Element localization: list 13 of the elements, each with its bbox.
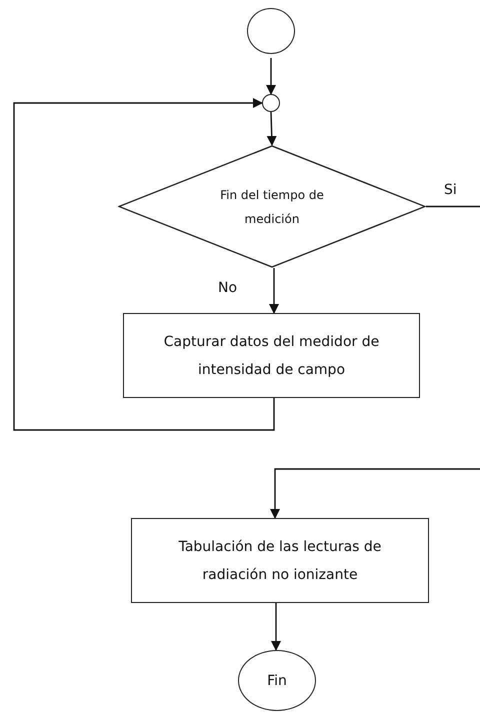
- connector-circle: [262, 94, 280, 112]
- arrow: [271, 603, 281, 651]
- terminal-ellipse: Fin: [238, 650, 316, 711]
- process-box: Capturar datos del medidor de intensidad de campo: [123, 313, 420, 398]
- connector-line: [426, 206, 480, 208]
- arrow: [266, 112, 277, 146]
- process-box: Tabulación de las lecturas de radiación no ionizante: [131, 518, 429, 603]
- arrow: [269, 268, 279, 314]
- arrow: [270, 468, 480, 519]
- connector-circle: [247, 8, 295, 54]
- arrow: [13, 98, 275, 431]
- decision-diamond: Fin del tiempo de medición: [118, 145, 426, 268]
- arrow: [266, 58, 276, 95]
